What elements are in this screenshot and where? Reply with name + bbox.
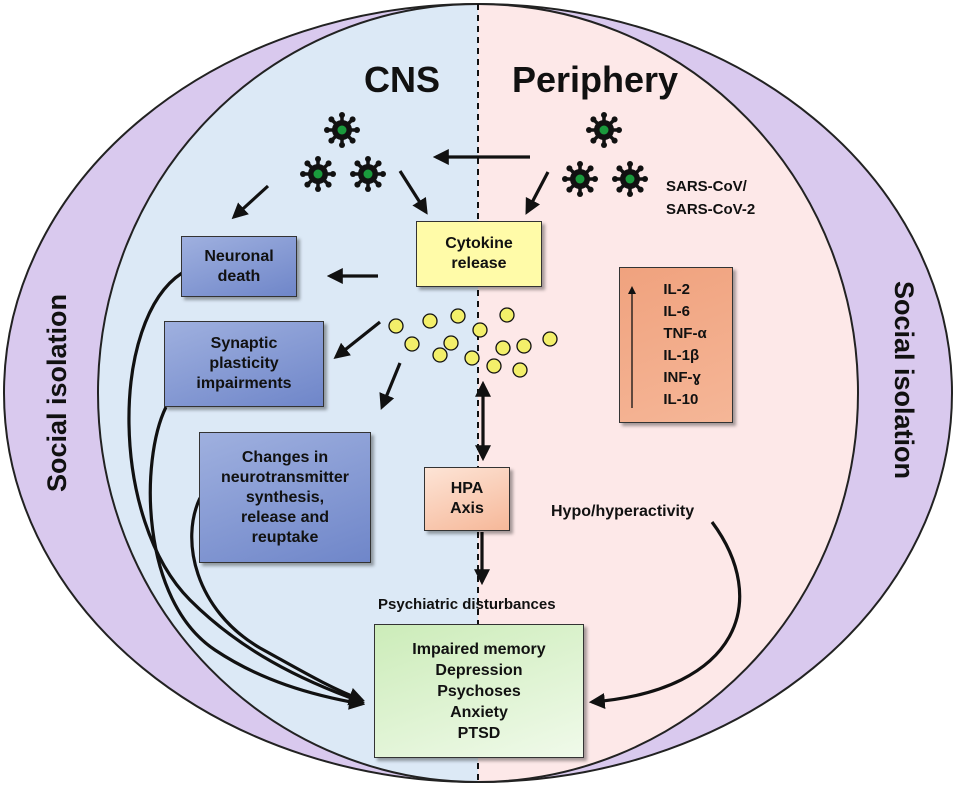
neurotransmitter-line: Changes in — [241, 448, 329, 466]
virus-icon — [298, 154, 338, 194]
cns-header: CNS — [364, 59, 440, 100]
disorder-item: Anxiety — [450, 703, 508, 721]
periphery-header: Periphery — [512, 59, 678, 100]
virus-label-line1: SARS-CoV/ — [666, 178, 748, 195]
virus-icon — [584, 110, 624, 150]
hpa-axis-line: Axis — [450, 500, 484, 517]
arrow-virus-to-cytokine-left — [398, 170, 428, 215]
neurotransmitter-line: neurotransmitter — [220, 468, 350, 486]
neuronal-death-line: death — [217, 267, 261, 285]
cytokine-particles — [388, 307, 558, 378]
virus-icon — [610, 159, 650, 199]
arrow-neuronal-to-disorders — [127, 271, 366, 706]
synaptic-plasticity-box: Synaptic plasticity impairments — [164, 321, 324, 407]
virus-label-line2: SARS-CoV-2 — [666, 201, 755, 218]
social-isolation-left-label: Social isolation — [42, 294, 72, 492]
synaptic-line: Synaptic — [210, 335, 278, 352]
disorder-item: Impaired memory — [412, 640, 546, 658]
synaptic-line: impairments — [196, 375, 292, 392]
hpa-axis-box: HPA Axis — [424, 467, 510, 531]
psychiatric-disturbances-label: Psychiatric disturbances — [378, 596, 556, 613]
neurotransmitter-changes-box: Changes in neurotransmitter synthesis, r… — [199, 432, 371, 563]
psychiatric-disorders-box: Impaired memory Depression Psychoses Anx… — [374, 624, 584, 758]
cytokine-item: IL-6 — [663, 303, 690, 320]
cytokine-list-box: IL-2 IL-6 TNF-α IL-1β INF-ɣ IL-10 — [619, 267, 733, 423]
cytokine-release-line: Cytokine — [445, 235, 513, 252]
disorder-item: PTSD — [457, 724, 501, 742]
cytokine-item: IL-2 — [663, 281, 690, 298]
arrow-synaptic-to-disorders — [148, 406, 366, 710]
virus-icon — [322, 110, 362, 150]
neuronal-death-line: Neuronal — [204, 247, 274, 265]
increase-arrow-icon — [628, 286, 636, 408]
disorder-item: Depression — [435, 661, 523, 679]
neurotransmitter-line: synthesis, — [245, 488, 325, 506]
cytokine-item: TNF-α — [663, 325, 707, 342]
cytokine-release-line: release — [451, 255, 507, 272]
neurotransmitter-line: release and — [240, 508, 330, 526]
synaptic-line: plasticity — [209, 355, 279, 372]
neuronal-death-box: Neuronal death — [181, 236, 297, 297]
virus-icon — [348, 154, 388, 194]
arrow-hypo-to-disorders — [588, 521, 742, 709]
arrow-neurotransmitter-to-disorders — [190, 497, 365, 703]
disorder-item: Psychoses — [437, 682, 521, 700]
cytokine-item: INF-ɣ — [663, 369, 701, 386]
arrow-to-synaptic — [333, 320, 381, 359]
social-isolation-right-label: Social isolation — [889, 281, 919, 479]
cytokine-item: IL-1β — [663, 347, 700, 364]
arrow-virus-to-cytokine-right — [525, 171, 550, 215]
neurotransmitter-line: reuptake — [251, 528, 319, 546]
virus-icon — [560, 159, 600, 199]
cytokine-item: IL-10 — [663, 391, 699, 408]
hpa-axis-line: HPA — [450, 480, 484, 497]
arrow-to-neurotransmitter — [379, 362, 402, 410]
arrow-virus-to-neuronal — [231, 184, 270, 220]
hypo-hyperactivity-label: Hypo/hyperactivity — [551, 503, 694, 520]
cytokine-release-box: Cytokine release — [416, 221, 542, 287]
